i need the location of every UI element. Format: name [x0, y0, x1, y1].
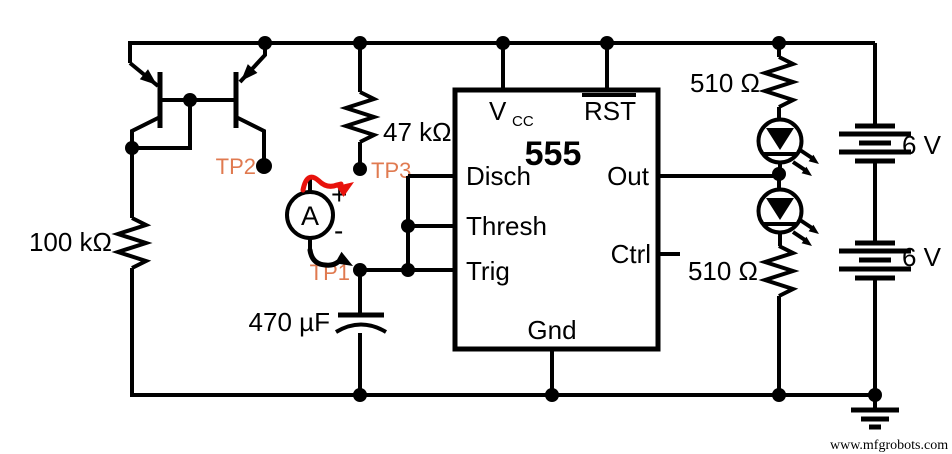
- probe-lead-negative: [307, 247, 353, 268]
- power-rail-top: [128, 41, 875, 63]
- resistor-100k: 100 kΩ: [29, 148, 153, 270]
- capacitor-plate-bottom: [334, 322, 388, 334]
- tp3-label: TP3: [371, 158, 411, 183]
- resistor-47k-label: 47 kΩ: [383, 117, 452, 147]
- resistor-510-top-label: 510 Ω: [690, 68, 760, 98]
- chip-name: 555: [525, 135, 582, 173]
- emitter-arrow-left: [139, 69, 157, 85]
- battery-1: 6 V: [839, 43, 942, 164]
- battery-2: 6 V: [839, 161, 942, 395]
- pin-rst: RST: [584, 96, 636, 126]
- led-2: [756, 174, 819, 246]
- battery-1-label: 6 V: [902, 130, 942, 160]
- resistor-510-top-zigzag: [758, 55, 800, 109]
- watermark: www.mfgrobots.com: [830, 438, 948, 453]
- probe-negative-arrowhead: [335, 251, 353, 266]
- junction-dots: [125, 36, 882, 402]
- test-point-tp2: TP2: [216, 154, 272, 179]
- resistor-510-top: 510 Ω: [690, 43, 800, 120]
- pin-out: Out: [607, 161, 650, 191]
- tp2-label: TP2: [216, 154, 256, 179]
- resistor-510-bottom-label: 510 Ω: [688, 256, 758, 286]
- capacitor-470uf: 470 µF: [249, 270, 388, 395]
- resistor-47k: 47 kΩ: [339, 43, 452, 164]
- ammeter-label: A: [301, 201, 319, 231]
- diode-connect-wire: [132, 100, 192, 150]
- resistor-510-bottom-zigzag: [758, 244, 800, 298]
- probe-lead-positive: [300, 174, 354, 197]
- pin-trig: Trig: [466, 256, 510, 286]
- resistor-100k-label: 100 kΩ: [29, 227, 112, 257]
- ammeter-minus: -: [334, 215, 343, 246]
- probe-positive-arrowhead: [336, 182, 354, 197]
- ammeter: A + -: [285, 174, 354, 268]
- current-mirror: [128, 43, 267, 160]
- pin-thresh: Thresh: [466, 211, 547, 241]
- emitter-arrow-right: [241, 64, 258, 81]
- led-1-light-rays: [791, 148, 819, 176]
- transistor-left: [128, 61, 163, 148]
- pin-ctrl: Ctrl: [611, 239, 651, 269]
- led-2-light-rays: [791, 218, 819, 246]
- test-point-tp3: TP3: [353, 158, 411, 183]
- resistor-47k-zigzag: [339, 90, 381, 144]
- led-2-anode-triangle: [766, 198, 794, 220]
- capacitor-label: 470 µF: [249, 307, 330, 337]
- led-1: [756, 117, 819, 176]
- chip-555: V CC RST 555 Disch Thresh Trig Gnd Out C…: [360, 43, 779, 395]
- led-1-anode-triangle: [766, 128, 794, 150]
- resistor-510-bottom: 510 Ω: [688, 244, 800, 395]
- pin-vcc-subscript: CC: [512, 113, 534, 130]
- chip-body: [452, 87, 661, 352]
- pin-disch: Disch: [466, 161, 531, 191]
- ground-rail-bottom: [130, 268, 875, 397]
- pin-gnd: Gnd: [527, 315, 576, 345]
- transistor-right: [233, 43, 267, 160]
- battery-2-label: 6 V: [902, 242, 942, 272]
- pin-vcc: V: [489, 96, 507, 126]
- resistor-100k-zigzag: [111, 216, 153, 270]
- ammeter-body: [285, 190, 335, 240]
